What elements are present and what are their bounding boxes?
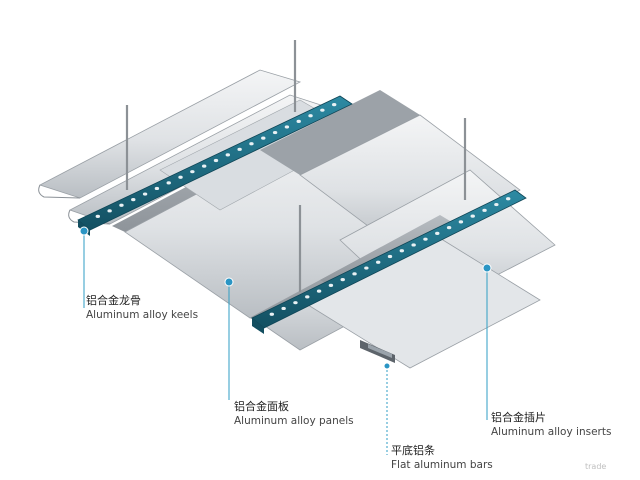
callout-leaders [83, 231, 488, 455]
marker-keels [79, 226, 89, 236]
keel-slot [272, 130, 278, 135]
callout-markers [79, 226, 492, 370]
keel-slot [446, 226, 452, 230]
keel-slot [190, 170, 195, 174]
keel-slot [166, 181, 171, 185]
keel-slot [284, 125, 290, 129]
keel-slot [269, 312, 275, 316]
hanger-rods [125, 40, 467, 292]
keel-slot [293, 301, 298, 305]
keel-slot [95, 214, 101, 219]
callout-keels: 铝合金龙骨 Aluminum alloy keels [86, 294, 198, 322]
keel-slot [331, 102, 337, 107]
watermark-text: trade [585, 462, 607, 471]
keel-slot [131, 198, 136, 202]
keel-slot [178, 175, 183, 179]
keel-slot [352, 272, 357, 276]
keel-slot [505, 197, 511, 201]
marker-panels [224, 277, 234, 287]
flat-aluminum-bar [360, 340, 395, 363]
keels-label-en: Aluminum alloy keels [86, 309, 199, 321]
keel-slot [316, 289, 322, 293]
inserts-label-en: Aluminum alloy inserts [491, 426, 612, 438]
keel-slot [281, 306, 286, 311]
keel-slot [305, 295, 310, 299]
keel-slot [249, 142, 254, 146]
keel-slot [399, 249, 405, 253]
bars-label-en: Flat aluminum bars [391, 459, 493, 471]
panel-strip [38, 69, 302, 199]
keel-slot [213, 158, 219, 163]
keel-slot [482, 208, 487, 212]
keel-slot [375, 260, 381, 264]
marker-inserts [482, 263, 492, 273]
keel-slot [340, 277, 345, 282]
keel-slot [387, 254, 393, 259]
keel-slot [470, 214, 475, 218]
keels-label-zh: 铝合金龙骨 [86, 294, 141, 307]
aluminum-keel-lower [251, 189, 527, 334]
panel-lip [68, 209, 111, 225]
panels-label-en: Aluminum alloy panels [234, 415, 354, 427]
marker-bars [383, 362, 391, 370]
callout-inserts: 铝合金插片 Aluminum alloy inserts [491, 411, 611, 439]
keel-slot [225, 153, 231, 157]
keel-slot [411, 243, 416, 247]
keel-slot [328, 283, 334, 287]
keel-slot [296, 119, 301, 123]
keel-slot [154, 186, 160, 191]
keel-slot [201, 164, 207, 168]
callout-panels: 铝合金面板 Aluminum alloy panels [234, 400, 354, 428]
keel-slot [435, 231, 440, 236]
keel-slot [308, 114, 313, 118]
keel-slot [423, 237, 428, 241]
keel-slot [320, 108, 325, 112]
keel-slot [119, 203, 124, 207]
keel-slot [107, 209, 112, 213]
keel-slot [494, 202, 499, 207]
keel-slot [261, 136, 266, 140]
keel-slot [142, 192, 148, 196]
panel-lip [38, 184, 81, 199]
insert-strip [260, 90, 420, 175]
callout-bars: 平底铝条 Flat aluminum bars [391, 444, 493, 472]
inserts-label-zh: 铝合金插片 [491, 411, 546, 424]
keel-slot [237, 147, 242, 151]
keel-slot [458, 220, 464, 224]
keel-slot [364, 266, 369, 270]
aluminum-keel-upper [77, 95, 353, 236]
bars-label-zh: 平底铝条 [391, 444, 435, 457]
panels-label-zh: 铝合金面板 [234, 400, 289, 413]
